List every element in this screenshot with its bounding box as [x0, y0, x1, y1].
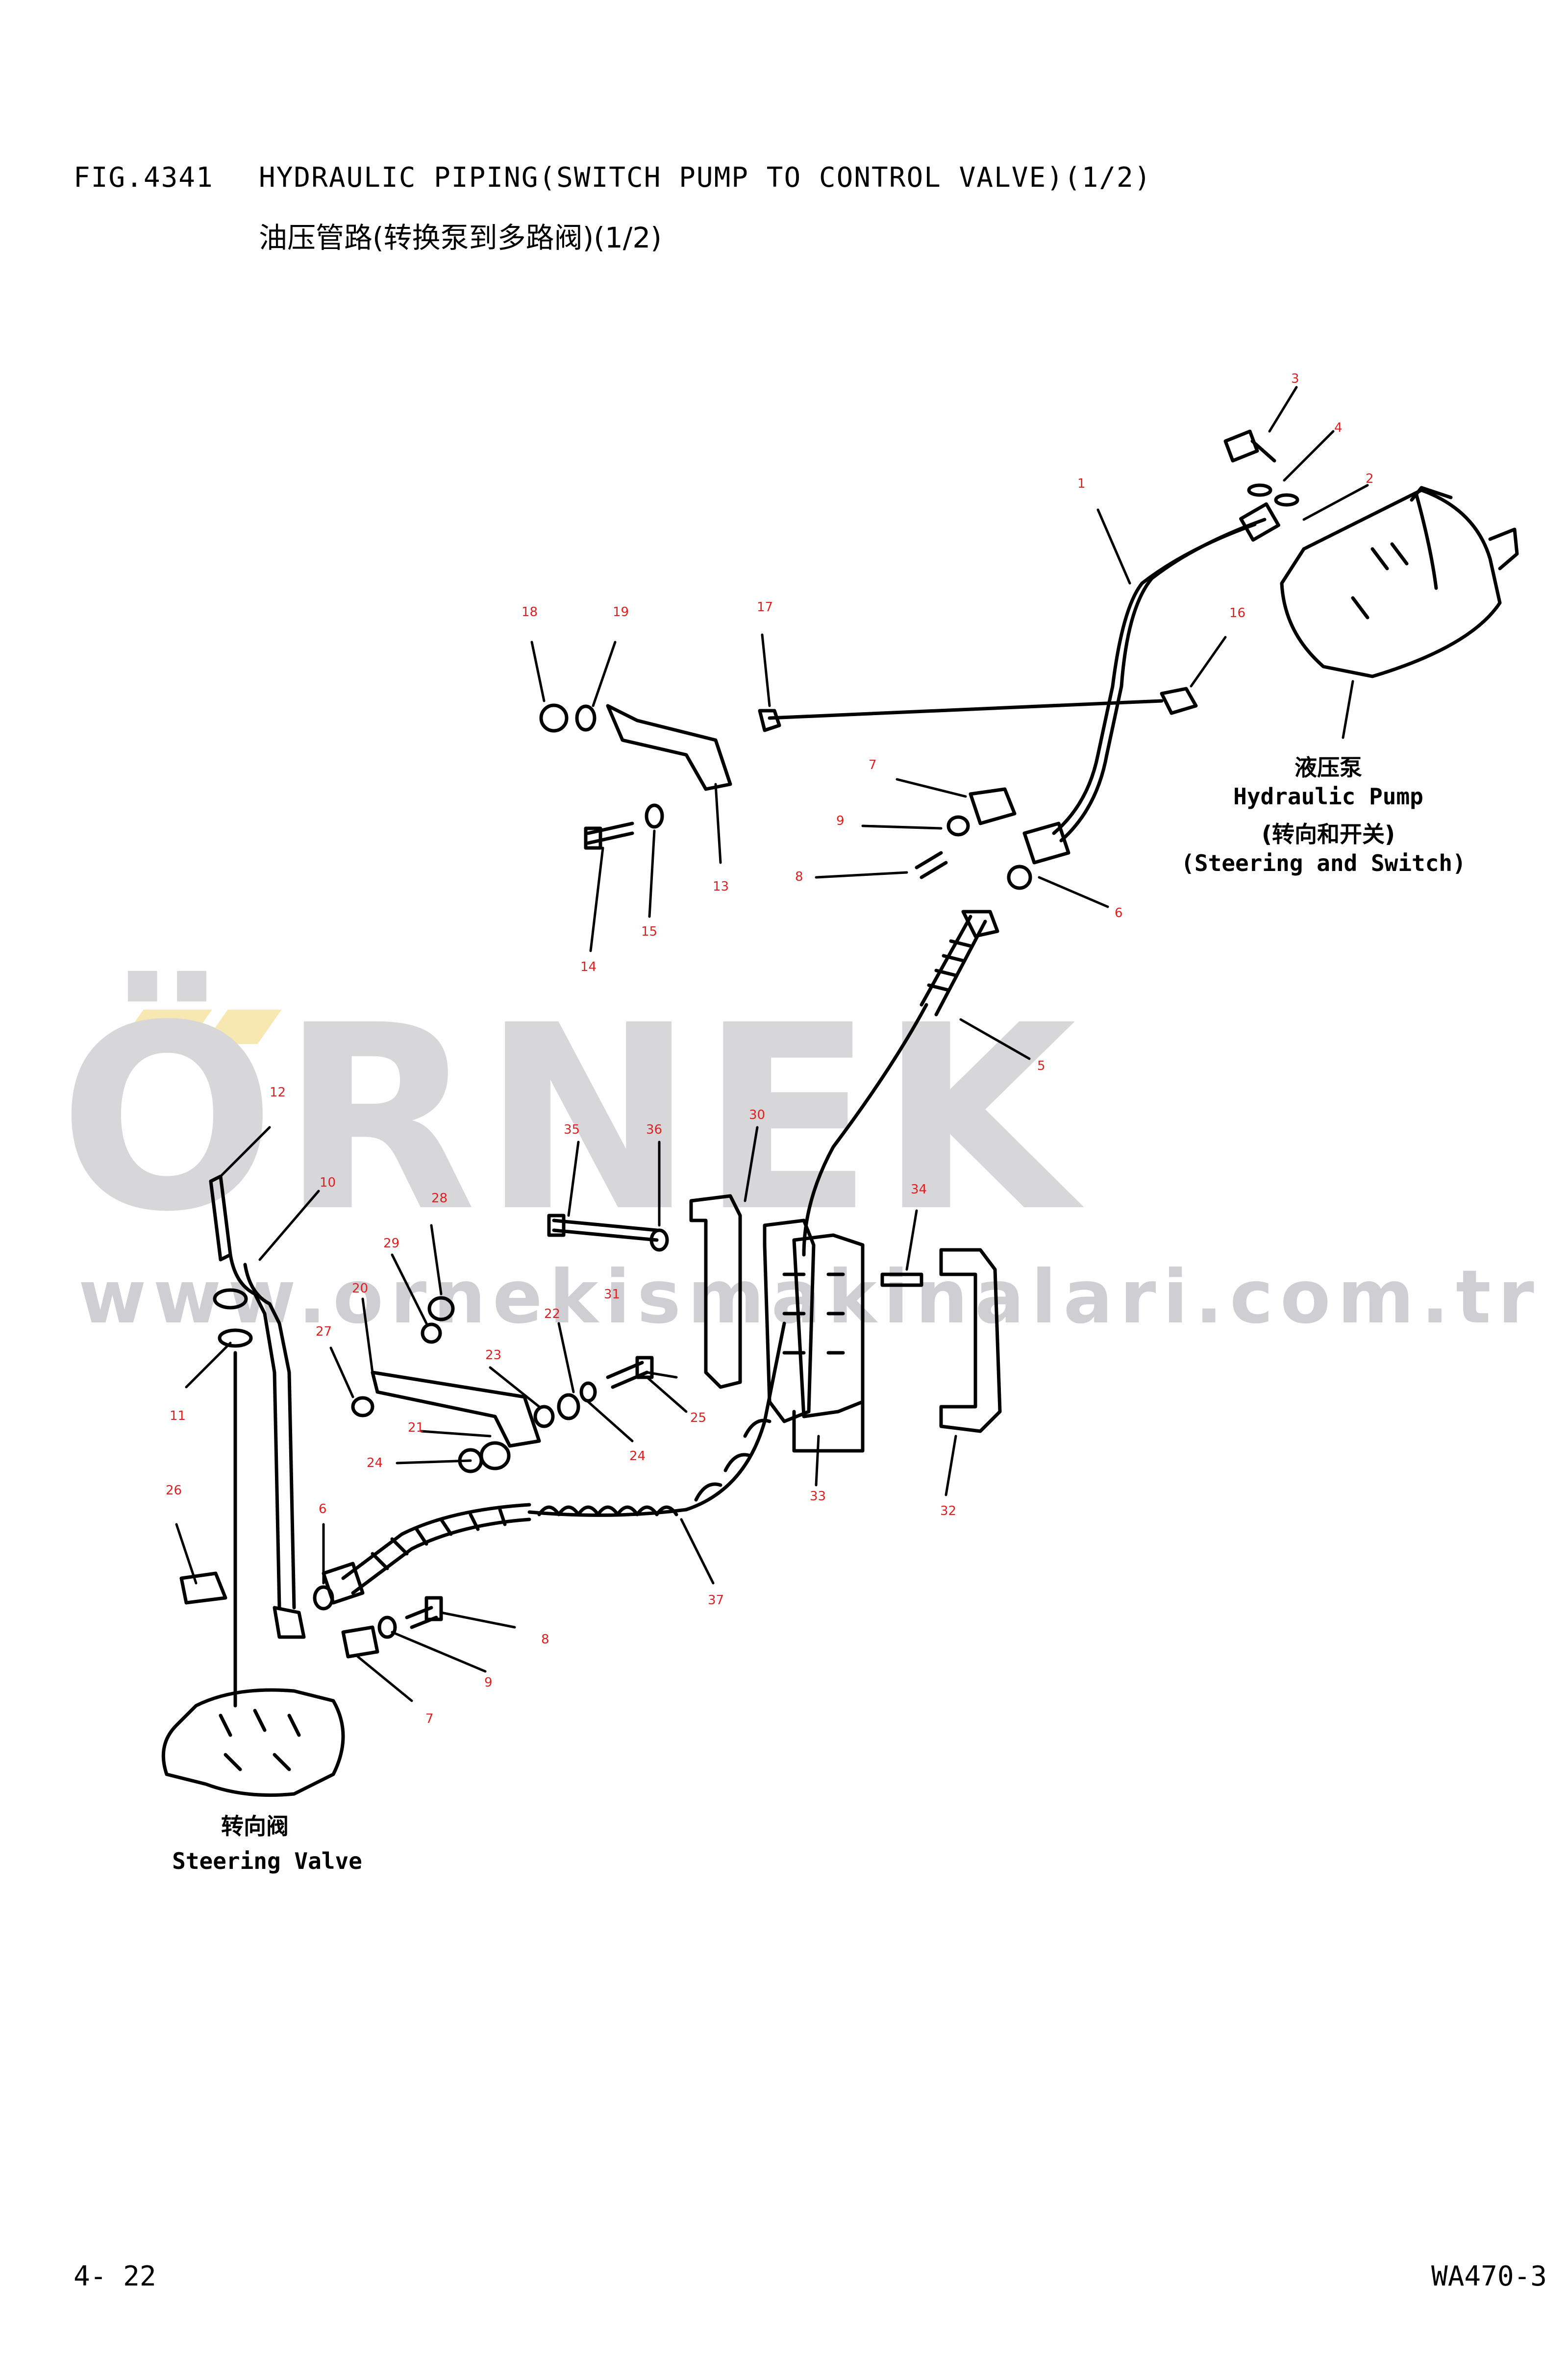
callout-21: 21 [408, 1420, 424, 1435]
figure-title: HYDRAULIC PIPING(SWITCH PUMP TO CONTROL … [259, 162, 1152, 194]
callout-23: 23 [485, 1348, 502, 1363]
figure-title-cn: 油压管路(转换泵到多路阀)(1/2) [259, 221, 662, 254]
callout-29: 29 [383, 1236, 400, 1251]
callout-35: 35 [564, 1122, 580, 1137]
callout-37: 37 [708, 1593, 724, 1608]
callout-10: 10 [320, 1175, 336, 1190]
valve-label-cn: 转向阀 [221, 1813, 289, 1839]
callout-20: 20 [352, 1281, 369, 1296]
valve-label-en: Steering Valve [172, 1848, 362, 1874]
callout-18: 18 [522, 605, 538, 620]
callout-31: 31 [604, 1287, 621, 1302]
callout-7-top: 7 [869, 758, 877, 772]
pump-label-cn: 液压泵 [1294, 754, 1362, 781]
pump-label-sub-cn: (转向和开关) [1261, 821, 1395, 847]
callout-33: 33 [810, 1489, 826, 1504]
callout-17: 17 [757, 600, 773, 615]
callout-19: 19 [613, 605, 629, 620]
callout-9-bottom: 9 [484, 1675, 493, 1690]
callout-6-bottom: 6 [319, 1502, 327, 1516]
callout-28: 28 [431, 1191, 448, 1206]
callout-24-right: 24 [629, 1449, 646, 1464]
callout-27: 27 [316, 1324, 332, 1339]
callout-34: 34 [911, 1182, 927, 1197]
page-number: 4- 22 [74, 2261, 156, 2292]
hydraulic-pump-drawing [1280, 486, 1519, 678]
callout-7-bottom: 7 [425, 1712, 434, 1726]
callout-22: 22 [544, 1307, 561, 1321]
callout-2: 2 [1366, 472, 1374, 486]
callout-5: 5 [1037, 1059, 1045, 1073]
callout-3: 3 [1291, 372, 1299, 386]
callout-6-top: 6 [1115, 906, 1123, 920]
model-code: WA470-3 [1431, 2261, 1547, 2292]
callout-36: 36 [646, 1122, 663, 1137]
callout-4: 4 [1334, 421, 1343, 435]
callout-8-bottom: 8 [541, 1632, 549, 1647]
callout-26: 26 [166, 1483, 182, 1498]
callout-24-left: 24 [367, 1456, 383, 1470]
callout-8-top: 8 [795, 870, 803, 884]
steering-valve-drawing [161, 1688, 345, 1797]
watermark-brand: ÖRNEK [59, 970, 1081, 1267]
callout-30: 30 [749, 1108, 766, 1122]
callout-12: 12 [270, 1085, 286, 1100]
callout-16: 16 [1229, 606, 1246, 621]
callout-32: 32 [940, 1504, 957, 1518]
watermark-url: www.ornekismakinalari.com.tr [78, 1255, 1541, 1340]
callout-15: 15 [641, 924, 658, 939]
pump-label-sub-en: (Steering and Switch) [1181, 850, 1466, 876]
pump-label-en: Hydraulic Pump [1233, 783, 1423, 810]
figure-number: FIG.4341 [74, 162, 214, 194]
callout-11: 11 [170, 1409, 186, 1423]
callout-13: 13 [713, 879, 729, 894]
callout-1: 1 [1077, 476, 1086, 491]
callout-25: 25 [690, 1411, 707, 1425]
callout-9-top: 9 [836, 814, 845, 828]
callout-14: 14 [580, 960, 597, 974]
